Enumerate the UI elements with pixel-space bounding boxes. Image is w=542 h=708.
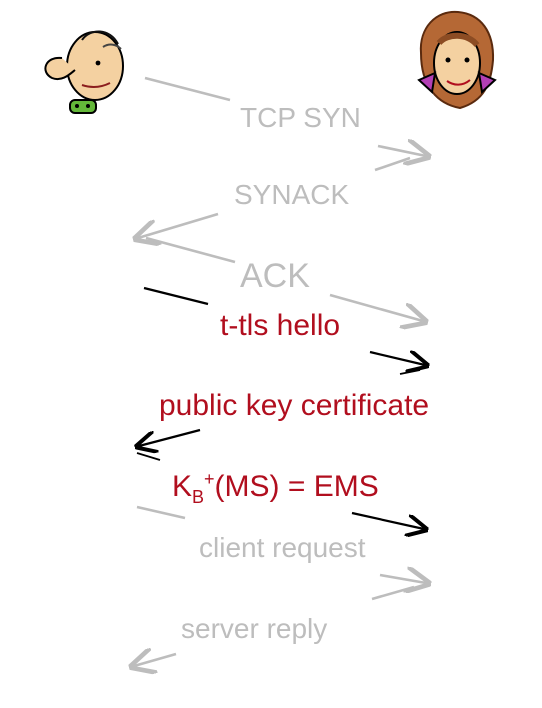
tcp-syn-arrow (377, 146, 426, 156)
tls-hello-arrow (369, 352, 425, 365)
client-request-label: client request (199, 532, 366, 563)
tls-hello-tick (399, 369, 421, 375)
ack-line-start (145, 236, 236, 264)
public-key-certificate-label: public key certificate (159, 389, 430, 422)
client-request-return-line (371, 585, 415, 601)
ack-label: ACK (240, 257, 310, 295)
public-key-certificate-arrow (139, 428, 201, 446)
tls-hello-line-start (143, 286, 209, 306)
woman-cartoon-icon (417, 10, 497, 110)
server-reply-label: server reply (181, 613, 328, 644)
synack-label: SYNACK (234, 179, 350, 210)
client-request-arrow (379, 575, 426, 583)
ack-arrow (329, 293, 423, 321)
ems-k: K (172, 470, 193, 503)
ems-gray-line-start (136, 505, 186, 520)
synack-line-start (374, 156, 411, 172)
ems-label: KB+(MS) = EMS (172, 470, 379, 506)
ems-superscript-plus: + (204, 469, 215, 489)
server-reply-arrow (134, 654, 177, 666)
synack-arrow (138, 212, 219, 238)
t-tls-hello-label: t-tls hello (220, 309, 341, 342)
ems-suffix: (MS) = EMS (214, 470, 379, 503)
tcp-syn-line-start (144, 76, 231, 102)
ems-subscript-b: B (192, 487, 205, 507)
tcp-syn-label: TCP SYN (240, 102, 361, 133)
man-cartoon-icon (44, 30, 124, 114)
public-key-certificate-tick (136, 452, 161, 461)
ems-arrow (351, 511, 424, 529)
